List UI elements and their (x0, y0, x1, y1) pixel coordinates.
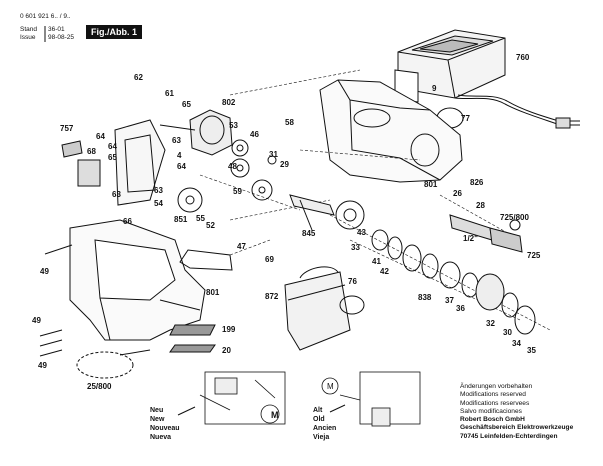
gears-drawing (177, 139, 365, 230)
part-30: 30 (503, 328, 512, 337)
part-61: 61 (165, 89, 174, 98)
part-31: 31 (269, 150, 278, 159)
part-58: 58 (285, 118, 294, 127)
wiring-new-drawing (199, 371, 286, 425)
part-64-b: 64 (108, 142, 117, 151)
svg-text:M: M (327, 382, 334, 391)
part-64-a: 64 (96, 132, 105, 141)
company-division: Geschäftsbereich Elektrowerkzeuge (460, 424, 574, 432)
part-68: 68 (87, 147, 96, 156)
legend-new-fr: Nouveau (150, 425, 180, 432)
part-32: 32 (486, 319, 495, 328)
part-29: 29 (280, 160, 289, 169)
legend-new-en: New (150, 416, 165, 423)
battery-drawing (284, 266, 351, 351)
part-725: 725 (527, 251, 541, 260)
part-20: 20 (222, 346, 231, 355)
part-63-a: 63 (172, 136, 181, 145)
svg-text:M: M (271, 410, 279, 420)
note-line-en: Modifications reserved (460, 391, 526, 399)
doc-number: 0 601 921 6.. / 9.. (20, 13, 71, 20)
part-65: 65 (182, 100, 191, 109)
part-54: 54 (154, 199, 163, 208)
legend-new: Neu New Nouveau Nueva (150, 406, 180, 442)
part-845: 845 (302, 229, 316, 238)
part-59: 59 (233, 187, 242, 196)
part-760: 760 (516, 53, 530, 62)
part-48: 48 (228, 162, 237, 171)
part-25-800: 25/800 (87, 382, 112, 391)
part-42: 42 (380, 267, 389, 276)
legend-new-de: Neu (150, 407, 164, 414)
part-9: 9 (432, 84, 437, 93)
part-69: 69 (265, 255, 274, 264)
issue-value: 98-08-25 (48, 34, 75, 41)
clutch-drawing (371, 229, 536, 335)
half-inch-label: 1/2" (463, 234, 478, 243)
part-76: 76 (348, 277, 357, 286)
part-52: 52 (206, 221, 215, 230)
legend-new-es: Nueva (150, 434, 172, 441)
notes-block: Änderungen vorbehalten Modifications res… (460, 383, 573, 441)
part-43: 43 (357, 228, 366, 237)
part-47: 47 (237, 242, 246, 251)
part-46: 46 (250, 130, 259, 139)
part-63-b: 63 (112, 190, 121, 199)
company-name: Robert Bosch GmbH (460, 416, 525, 424)
legend-old: Alt Old Ancien Vieja (313, 406, 336, 442)
part-66: 66 (123, 217, 132, 226)
legend-old-es: Vieja (313, 434, 330, 441)
part-757: 757 (60, 124, 74, 133)
legend-old-fr: Ancien (313, 425, 337, 432)
issue-label: Issue (20, 34, 36, 41)
part-64-c: 64 (177, 162, 186, 171)
handle-housing-drawing (69, 219, 206, 341)
part-826: 826 (470, 178, 484, 187)
part-65-b: 65 (108, 153, 117, 162)
legend-old-de: Alt (313, 407, 323, 414)
part-838: 838 (418, 293, 432, 302)
part-62: 62 (134, 73, 143, 82)
part-36: 36 (456, 304, 465, 313)
part-199: 199 (222, 325, 236, 334)
part-37: 37 (445, 296, 454, 305)
part-26: 26 (453, 189, 462, 198)
stand-value: 36-01 (48, 26, 65, 33)
part-4: 4 (177, 151, 182, 160)
part-801-b: 801 (206, 288, 220, 297)
gear-housing-drawing (319, 79, 463, 183)
part-49-b: 49 (32, 316, 41, 325)
part-49-c: 49 (38, 361, 47, 370)
figure-label: Fig./Abb. 1 (86, 25, 142, 39)
part-63-c: 63 (154, 186, 163, 195)
part-34: 34 (512, 339, 521, 348)
part-49-a: 49 (40, 267, 49, 276)
part-77: 77 (461, 114, 470, 123)
stand-label: Stand (20, 26, 37, 33)
part-851: 851 (174, 215, 188, 224)
note-line-es: Salvo modificaciones (460, 407, 522, 415)
charger-drawing (397, 29, 580, 129)
part-725-800: 725/800 (500, 213, 529, 222)
part-802: 802 (222, 98, 236, 107)
company-address: 70745 Leinfelden-Echterdingen (460, 432, 558, 440)
legend-old-en: Old (313, 416, 325, 423)
part-53: 53 (229, 121, 238, 130)
note-line-de: Änderungen vorbehalten (460, 383, 533, 390)
part-35: 35 (527, 346, 536, 355)
wiring-old-drawing (321, 371, 421, 427)
part-55: 55 (196, 214, 205, 223)
part-872: 872 (265, 292, 279, 301)
part-41: 41 (372, 257, 381, 266)
part-33: 33 (351, 243, 360, 252)
part-801-a: 801 (424, 180, 438, 189)
motor-drawing (159, 109, 233, 156)
note-line-fr: Modifications reservees (460, 399, 530, 407)
part-28: 28 (476, 201, 485, 210)
